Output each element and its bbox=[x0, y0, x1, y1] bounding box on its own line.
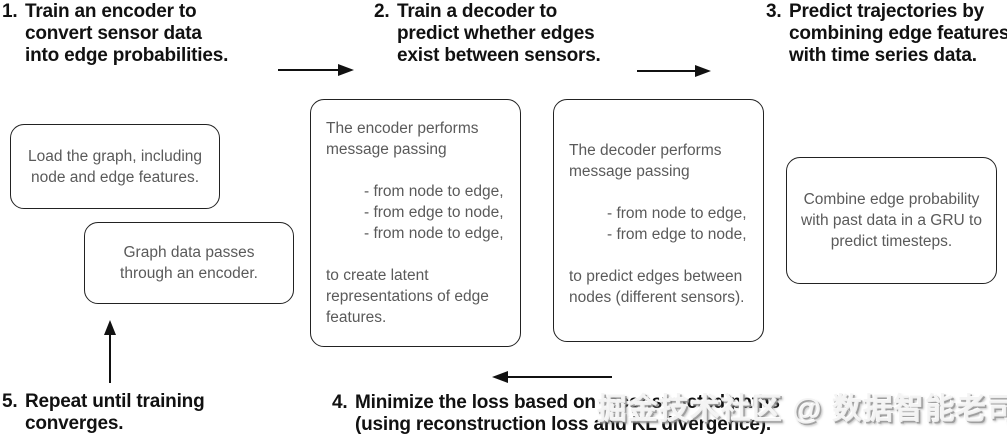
box-pass-encoder-text: Graph data passes through an encoder. bbox=[120, 244, 258, 282]
step-4-text: Minimize the loss based on reconstructed… bbox=[355, 392, 780, 435]
decoder-bullet: - from edge to node, bbox=[607, 226, 747, 243]
watermark-text: 掘金技术社区 @ 数据智能老司机 bbox=[597, 393, 1007, 426]
decoder-bullet: - from node to edge, bbox=[607, 205, 747, 222]
encoder-outro: to create latent representations of edge… bbox=[326, 267, 489, 326]
encoder-bullets: - from node to edge, - from edge to node… bbox=[364, 181, 505, 244]
box-gru: Combine edge probability with past data … bbox=[786, 157, 997, 284]
step-1-number: 1. bbox=[2, 1, 18, 22]
arrow-right-icon bbox=[278, 64, 354, 76]
encoder-bullet: - from node to edge, bbox=[364, 183, 504, 200]
arrow-right-icon bbox=[637, 65, 711, 77]
step-3-text: Predict trajectories by combining edge f… bbox=[789, 1, 1007, 66]
step-5-text: Repeat until training converges. bbox=[25, 391, 205, 434]
box-decoder: The decoder performs message passing - f… bbox=[553, 99, 764, 342]
decoder-intro: The decoder performs message passing bbox=[569, 142, 722, 180]
step-2-heading: 2. Train a decoder to predict whether ed… bbox=[374, 1, 624, 67]
decoder-outro: to predict edges between nodes (differen… bbox=[569, 268, 745, 306]
arrow-up-icon bbox=[104, 320, 116, 383]
step-5-heading: 5. Repeat until training converges. bbox=[2, 391, 242, 435]
box-load-graph: Load the graph, including node and edge … bbox=[10, 124, 220, 209]
step-2-text: Train a decoder to predict whether edges… bbox=[397, 1, 601, 66]
arrow-left-icon bbox=[492, 371, 612, 383]
step-4-heading: 4. Minimize the loss based on reconstruc… bbox=[332, 392, 852, 436]
decoder-bullets: - from node to edge, - from edge to node… bbox=[607, 203, 748, 245]
encoder-intro: The encoder performs message passing bbox=[326, 120, 479, 158]
step-1-heading: 1. Train an encoder to convert sensor da… bbox=[2, 1, 252, 67]
step-4-number: 4. bbox=[332, 392, 348, 413]
encoder-bullet: - from edge to node, bbox=[364, 204, 504, 221]
step-3-number: 3. bbox=[766, 1, 782, 22]
box-load-graph-text: Load the graph, including node and edge … bbox=[27, 147, 203, 186]
box-gru-text: Combine edge probability with past data … bbox=[801, 191, 982, 250]
encoder-bullet: - from node to edge, bbox=[364, 225, 504, 242]
step-1-text: Train an encoder to convert sensor data … bbox=[25, 1, 229, 66]
step-5-number: 5. bbox=[2, 391, 18, 412]
box-pass-encoder: Graph data passes through an encoder. bbox=[84, 222, 294, 304]
box-encoder: The encoder performs message passing - f… bbox=[310, 99, 521, 347]
step-3-heading: 3. Predict trajectories by combining edg… bbox=[766, 1, 1007, 67]
step-2-number: 2. bbox=[374, 1, 390, 22]
